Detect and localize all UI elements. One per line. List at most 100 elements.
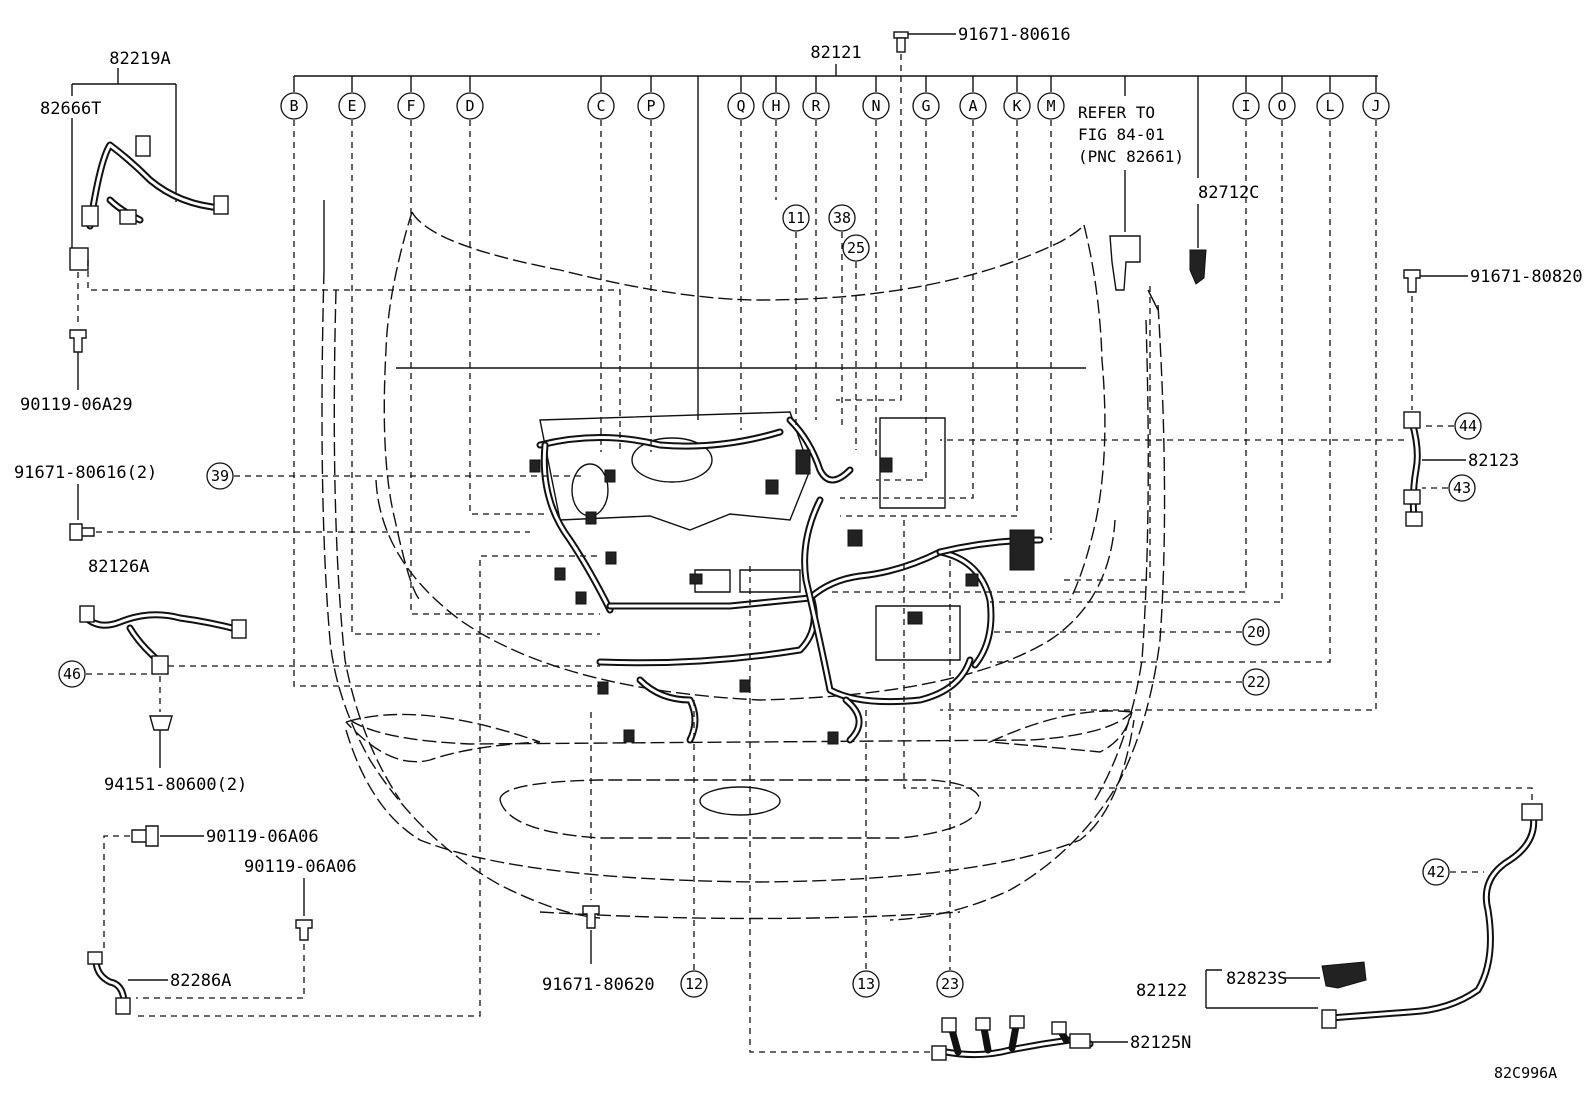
vehicle-body-outline	[321, 200, 1166, 921]
top-callout-bus: B E F D C P Q	[280, 43, 1390, 711]
callout-H: H	[762, 92, 790, 200]
svg-text:(PNC 82661): (PNC 82661)	[1078, 147, 1184, 166]
grille-outline	[499, 779, 981, 839]
bumper-upper	[349, 711, 1133, 745]
bracket-82286A: 82286A	[87, 555, 600, 1017]
svg-text:F: F	[406, 97, 415, 115]
callout-Q: Q	[727, 92, 755, 430]
callout-C: C	[587, 92, 615, 452]
svg-text:23: 23	[941, 975, 959, 993]
callout-M: M	[1037, 92, 1065, 540]
callout-42: 42	[1422, 858, 1484, 886]
callout-23: 23	[936, 560, 964, 998]
svg-text:25: 25	[847, 239, 865, 257]
clip-94151-80600-2: 94151-80600(2)	[104, 676, 247, 795]
callout-39: 39	[206, 462, 582, 490]
label-82121: 82121	[810, 43, 861, 63]
callout-L: L	[990, 92, 1344, 663]
harness-82125N: 82125N	[749, 566, 1191, 1061]
callout-K: K	[840, 92, 1031, 517]
right-a-pillar	[1147, 289, 1159, 311]
callout-38: 38	[828, 204, 856, 430]
callout-O: O	[990, 92, 1296, 603]
svg-text:46: 46	[63, 665, 81, 683]
svg-text:90119-06A29: 90119-06A29	[20, 395, 133, 415]
callout-12: 12	[680, 700, 708, 998]
svg-text:13: 13	[857, 975, 875, 993]
bolt-91671-80616-2: 91671-80616(2)	[14, 463, 530, 541]
hood-right-edge	[1069, 224, 1106, 601]
callout-43: 43	[1422, 474, 1476, 502]
callout-44: 44	[1424, 412, 1482, 440]
svg-text:L: L	[1325, 97, 1334, 115]
callout-N: N	[862, 92, 890, 460]
svg-text:39: 39	[211, 467, 229, 485]
svg-text:12: 12	[685, 975, 703, 993]
callout-P: P	[637, 92, 665, 452]
throttle-outline	[631, 437, 713, 483]
figure-code: 82C996A	[1494, 1064, 1557, 1082]
svg-text:K: K	[1012, 97, 1021, 115]
bolt-90119-06A06-a: 90119-06A06	[103, 825, 319, 950]
left-fender	[321, 269, 601, 919]
svg-text:91671-80620: 91671-80620	[542, 975, 655, 995]
callout-G: G	[876, 92, 940, 481]
callout-11: 11	[782, 204, 810, 430]
refer-note: REFER TO FIG 84-01 (PNC 82661)	[1060, 103, 1184, 581]
callout-R: R	[802, 92, 830, 420]
svg-text:82125N: 82125N	[1130, 1033, 1191, 1053]
svg-text:O: O	[1277, 97, 1286, 115]
label-82823S: 82823S	[1226, 969, 1287, 989]
svg-text:REFER TO: REFER TO	[1078, 103, 1155, 122]
svg-text:91671-80820: 91671-80820	[1470, 267, 1583, 287]
battery-box-outline	[879, 417, 946, 509]
svg-text:C: C	[596, 97, 605, 115]
svg-text:22: 22	[1247, 673, 1265, 691]
svg-text:G: G	[921, 97, 930, 115]
left-headlamp	[345, 713, 541, 763]
fuse-box-outline	[875, 605, 961, 661]
hood-rear-edge	[383, 211, 421, 601]
svg-text:82712C: 82712C	[1198, 183, 1259, 203]
callout-F: F	[397, 92, 600, 615]
callout-J: J	[940, 92, 1390, 711]
bolt-90119-06A06-b: 90119-06A06	[136, 857, 357, 999]
svg-text:11: 11	[787, 209, 805, 227]
svg-text:82126A: 82126A	[88, 557, 149, 577]
sensor-outline	[571, 463, 609, 517]
right-headlamp	[987, 710, 1133, 753]
callout-13: 13	[852, 710, 880, 998]
right-fender-inner	[1094, 319, 1149, 801]
svg-text:82122: 82122	[1136, 981, 1187, 1001]
engine-room-harness	[529, 411, 1044, 745]
svg-text:P: P	[646, 97, 655, 115]
svg-text:A: A	[968, 97, 977, 115]
svg-text:82219A: 82219A	[109, 49, 170, 69]
bolt-91671-80616: 91671-80616	[836, 25, 1071, 401]
svg-text:D: D	[465, 97, 474, 115]
harness-82123: 82123	[940, 411, 1519, 527]
svg-text:B: B	[289, 97, 298, 115]
connector-82712C: 82712C	[1189, 183, 1259, 285]
label-82666T: 82666T	[40, 99, 101, 119]
svg-text:91671-80616(2): 91671-80616(2)	[14, 463, 157, 483]
svg-text:J: J	[1371, 97, 1380, 115]
svg-text:E: E	[347, 97, 356, 115]
right-fender	[889, 304, 1166, 921]
left-fender-inner	[333, 289, 401, 801]
svg-text:82286A: 82286A	[170, 971, 231, 991]
clip-90119-06A29: 90119-06A29	[20, 272, 133, 415]
harness-82126A: 82126A	[79, 557, 600, 675]
svg-text:90119-06A06: 90119-06A06	[206, 827, 319, 847]
svg-text:Q: Q	[736, 97, 745, 115]
svg-text:H: H	[771, 97, 780, 115]
callout-A: A	[840, 92, 987, 499]
bay-lower-edge	[375, 479, 1116, 701]
svg-text:FIG 84-01: FIG 84-01	[1078, 125, 1165, 144]
bolt-91671-80620: 91671-80620	[542, 712, 655, 995]
harness-82122: 82823S 82122	[903, 520, 1543, 1029]
svg-text:44: 44	[1459, 417, 1477, 435]
relay-block-outline	[694, 569, 801, 593]
callout-22: 22	[970, 668, 1270, 696]
